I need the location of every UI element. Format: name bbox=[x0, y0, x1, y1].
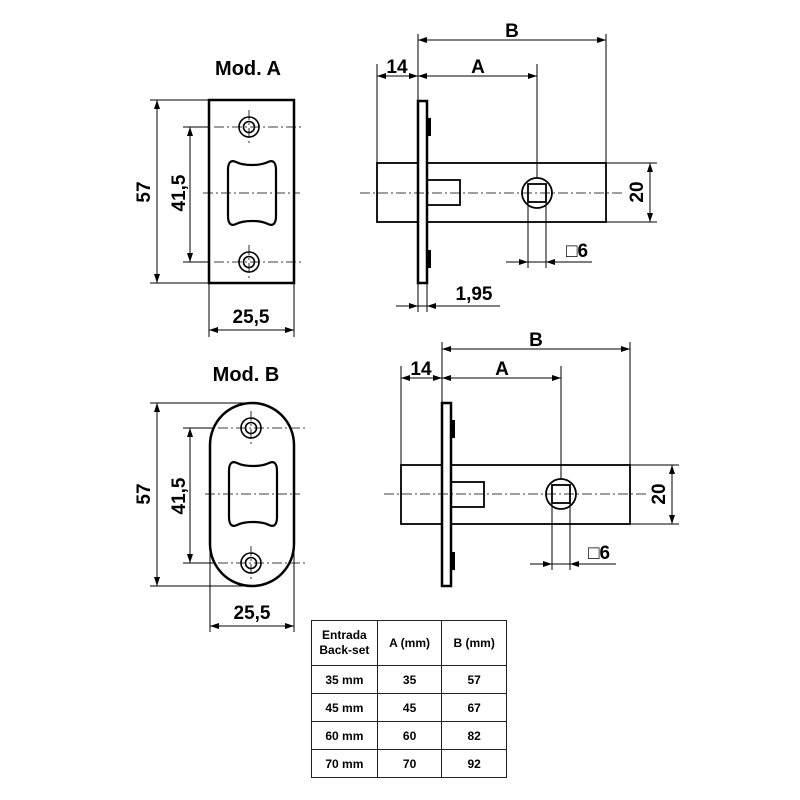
screw-hole-bottom-inner bbox=[242, 255, 256, 269]
a-column-header: A (mm) bbox=[376, 620, 443, 666]
height-dimension-label: 57 bbox=[134, 483, 155, 504]
spindle-label: □6 bbox=[566, 241, 588, 262]
model-a-side-view: B 14 A 20 □6 1,95 bbox=[360, 21, 657, 312]
screw-hole-bottom bbox=[238, 251, 260, 273]
screw-hole-bottom-inner bbox=[244, 556, 258, 570]
a-value-cell: 35 bbox=[376, 665, 443, 694]
bolt-projection-label: 14 bbox=[386, 57, 408, 78]
a-value-cell: 70 bbox=[376, 749, 443, 778]
model-b-front-view: Mod. B 57 41,5 25,5 bbox=[134, 364, 305, 632]
table-row: 70 mm 70 92 bbox=[311, 749, 507, 778]
backset-header-line-1: Entrada bbox=[322, 628, 367, 642]
width-dimension-label: 25,5 bbox=[234, 603, 271, 624]
screw-hole-bottom bbox=[240, 552, 262, 574]
model-a-front-view: Mod. A 57 41,5 25,5 bbox=[134, 58, 304, 337]
faceplate-screw-boss-top bbox=[427, 118, 431, 136]
a-value-cell: 45 bbox=[376, 693, 443, 722]
latch-body bbox=[426, 162, 607, 223]
faceplate-edge bbox=[416, 99, 429, 285]
model-a-title: Mod. A bbox=[215, 58, 281, 80]
backset-table: Entrada Back-set A (mm) B (mm) 35 mm 35 … bbox=[311, 620, 507, 778]
plate-thickness-label: 1,95 bbox=[456, 284, 493, 305]
screw-hole-top-inner bbox=[244, 421, 258, 435]
backset-cell: 45 mm bbox=[311, 693, 378, 722]
backset-cell: 35 mm bbox=[311, 665, 378, 694]
spindle-label: □6 bbox=[588, 543, 610, 564]
model-b-title: Mod. B bbox=[213, 364, 280, 386]
hole-spacing-dimension-label: 41,5 bbox=[169, 174, 190, 211]
table-row: 35 mm 35 57 bbox=[311, 665, 507, 694]
faceplate-screw-boss-bottom bbox=[427, 250, 431, 268]
latch-body bbox=[450, 464, 631, 525]
b-value-cell: 57 bbox=[441, 665, 507, 694]
backset-header-line-2: Back-set bbox=[319, 643, 370, 657]
screw-hole-top bbox=[240, 417, 262, 439]
latch-bolt bbox=[400, 464, 443, 525]
body-height-label: 20 bbox=[627, 181, 648, 202]
table-head: Entrada Back-set A (mm) B (mm) bbox=[311, 620, 507, 666]
latch-opening bbox=[227, 461, 279, 527]
backset-label: A bbox=[471, 57, 485, 78]
height-dimension-label: 57 bbox=[134, 181, 155, 202]
bolt-tail bbox=[450, 481, 485, 508]
backset-cell: 60 mm bbox=[311, 721, 378, 750]
b-value-cell: 67 bbox=[441, 693, 507, 722]
faceplate-screw-boss-bottom bbox=[451, 552, 455, 570]
b-value-cell: 82 bbox=[441, 721, 507, 750]
bolt-tail bbox=[426, 179, 461, 206]
screw-hole-top bbox=[238, 116, 260, 138]
bolt-projection-label: 14 bbox=[410, 359, 432, 380]
width-dimension-label: 25,5 bbox=[233, 307, 270, 328]
table-header-row: Entrada Back-set A (mm) B (mm) bbox=[311, 620, 507, 666]
backset-cell: 70 mm bbox=[311, 749, 378, 778]
body-height-label: 20 bbox=[649, 483, 670, 504]
b-value-cell: 92 bbox=[441, 749, 507, 778]
overall-length-label: B bbox=[505, 21, 519, 42]
faceplate-screw-boss-top bbox=[451, 420, 455, 438]
screw-hole-top-inner bbox=[242, 120, 256, 134]
table-row: 60 mm 60 82 bbox=[311, 721, 507, 750]
latch-bolt bbox=[376, 162, 419, 223]
backset-column-header: Entrada Back-set bbox=[311, 620, 378, 666]
table-row: 45 mm 45 67 bbox=[311, 693, 507, 722]
table-body: 35 mm 35 57 45 mm 45 67 60 mm 60 82 70 m… bbox=[311, 665, 507, 778]
faceplate-edge bbox=[440, 401, 453, 588]
overall-length-label: B bbox=[529, 330, 543, 351]
hole-spacing-dimension-label: 41,5 bbox=[169, 477, 190, 514]
b-column-header: B (mm) bbox=[441, 620, 507, 666]
model-b-side-view: B 14 A 20 □6 bbox=[384, 330, 679, 588]
a-value-cell: 60 bbox=[376, 721, 443, 750]
backset-label: A bbox=[495, 359, 509, 380]
